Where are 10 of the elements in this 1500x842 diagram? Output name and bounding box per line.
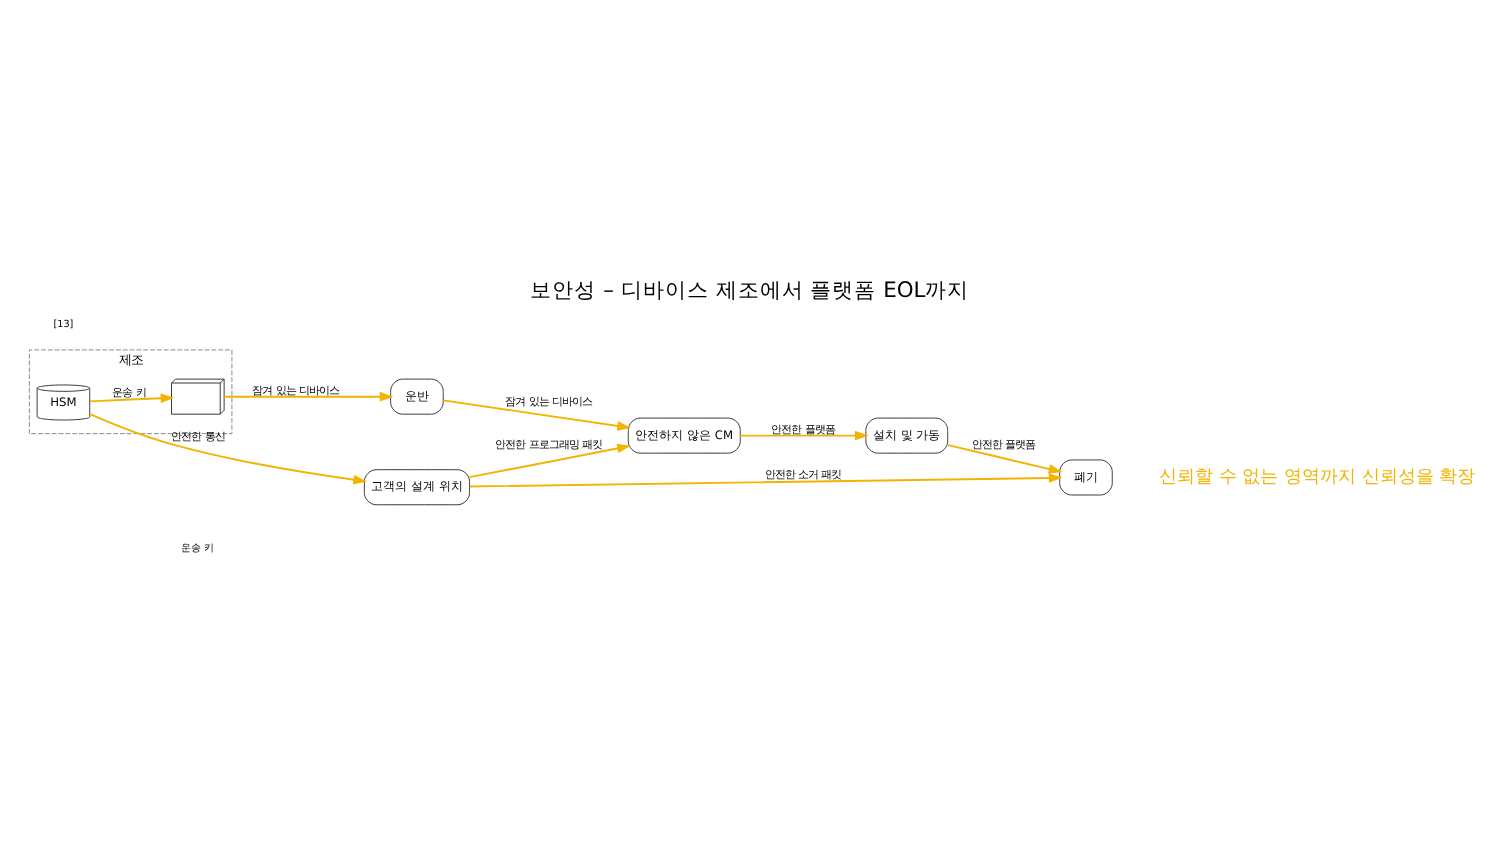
arrow [442,399,631,431]
arrow [739,430,869,441]
caption: 신뢰할 수 없는 영역까지 신뢰성을 확장 [1159,467,1476,488]
diagram-title: 보안성 – 디바이스 제조에서 플랫폼 EOL까지 [530,276,970,303]
arrow [223,391,394,402]
arrow [89,413,368,485]
arrow [468,473,1063,488]
arrow [88,393,175,404]
arrow [947,444,1063,474]
arrow [468,443,631,479]
